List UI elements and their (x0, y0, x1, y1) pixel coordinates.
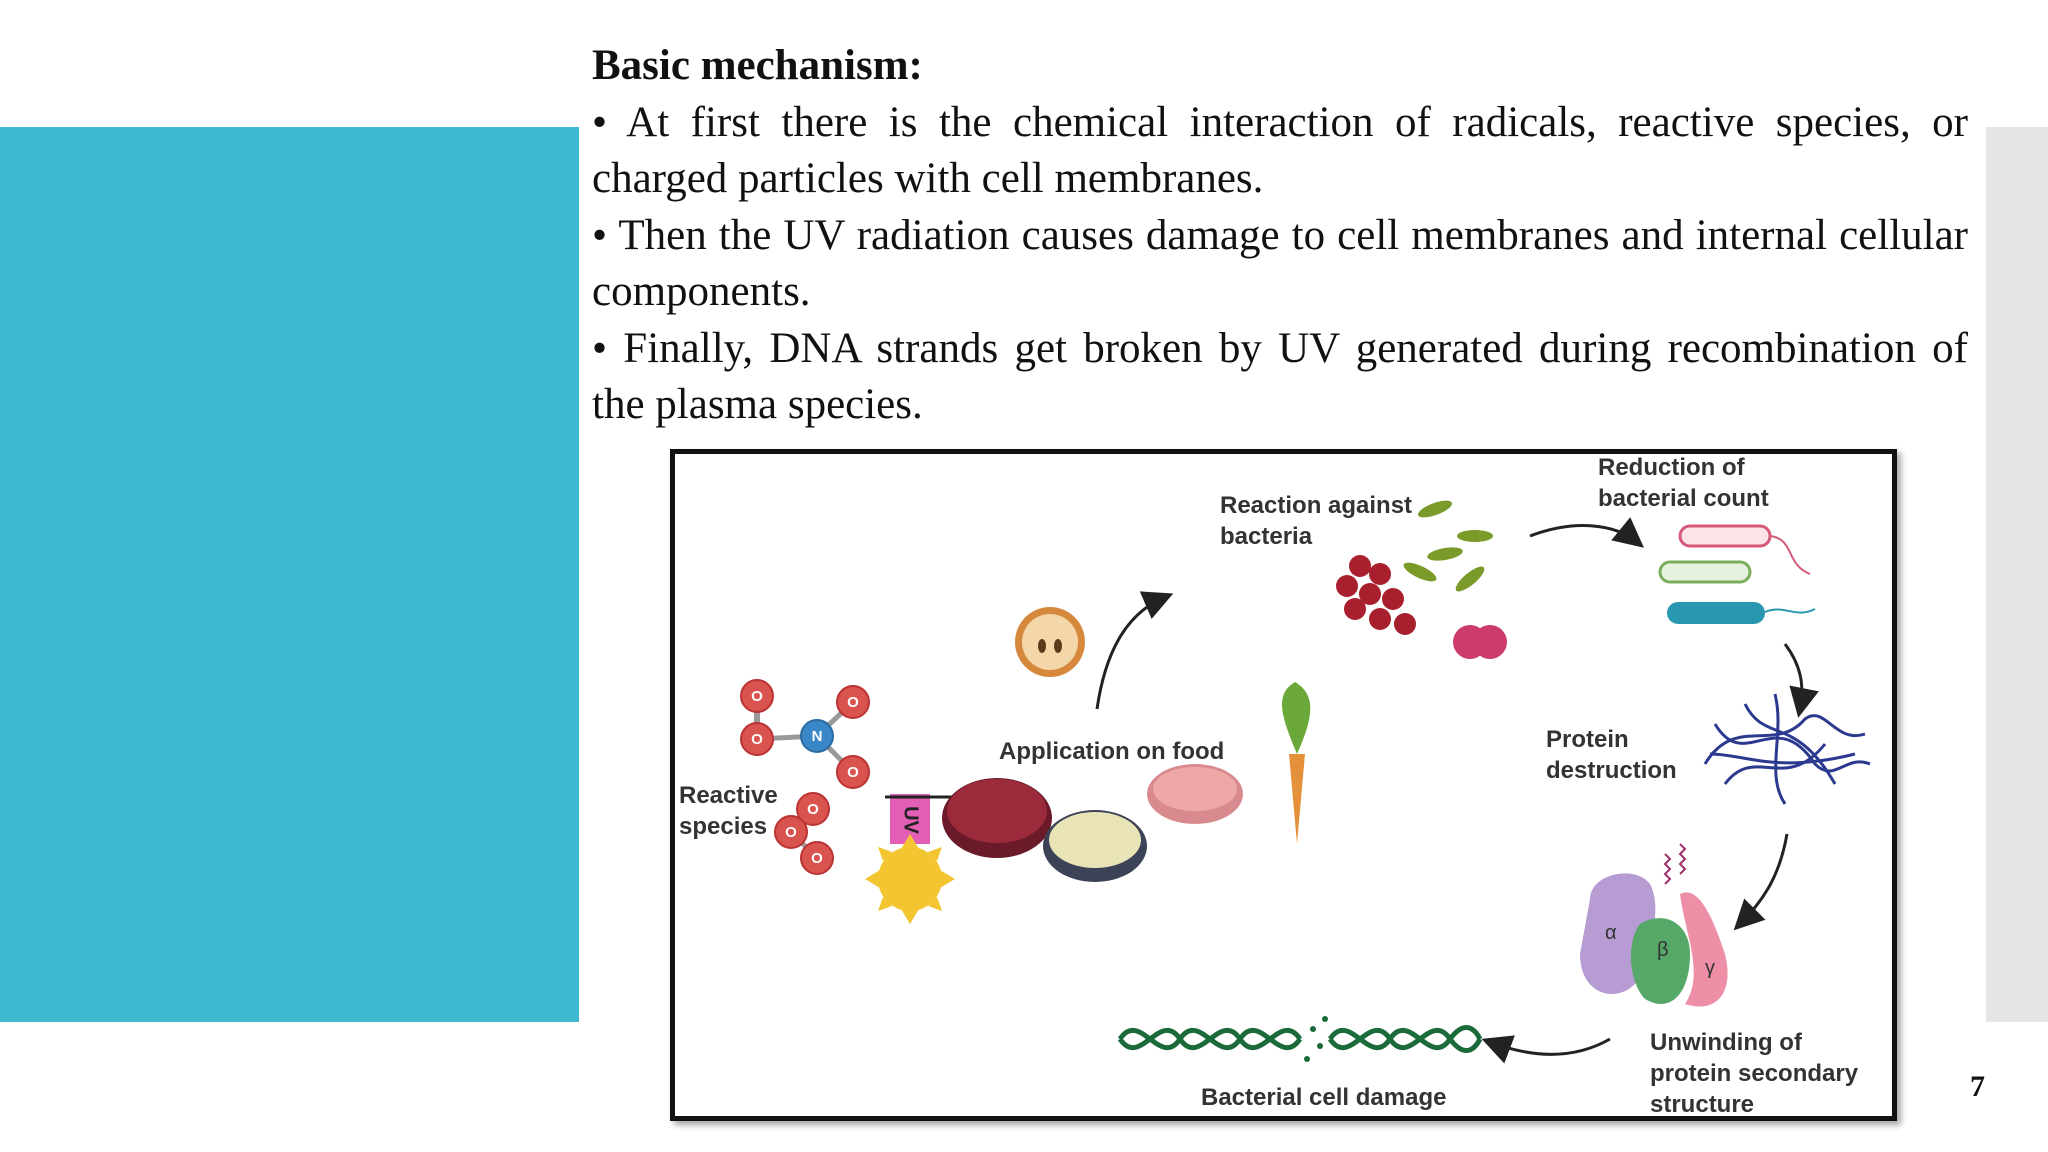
alpha-label: α (1605, 922, 1617, 944)
dna-strands (1117, 1016, 1483, 1062)
atom-o-label: O (751, 731, 763, 748)
arrow-to-dna (1481, 1035, 1611, 1064)
atom-o-label: O (847, 694, 859, 711)
grey-side-band (1986, 127, 2048, 1022)
page-number: 7 (1970, 1070, 1985, 1103)
reduction-of-bacterial-count-label: Reduction of bacterial count (1598, 454, 1769, 512)
bacteria-cluster (1336, 500, 1507, 659)
beta-label: β (1657, 939, 1669, 961)
protein-subunits: α β γ (1580, 843, 1728, 1007)
arrow-to-protein (1783, 643, 1819, 718)
reaction-against-bacteria-label: Reaction against bacteria (1220, 492, 1413, 550)
atom-o-label: O (847, 764, 859, 781)
bullet-2: • Then the UV radiation causes damage to… (592, 211, 1968, 316)
bullet-3: • Finally, DNA strands get broken by UV … (592, 324, 1968, 429)
atom-o-label: O (751, 688, 763, 705)
protein-mesh (1703, 693, 1871, 805)
application-on-food-label: Application on food (999, 738, 1225, 765)
arrow-to-reduction (1529, 517, 1644, 548)
food-items (942, 607, 1311, 882)
slide-heading: Basic mechanism: (592, 42, 923, 89)
uv-label: UV (900, 806, 922, 834)
atom-n-label: N (812, 728, 823, 745)
teal-accent-band (0, 127, 579, 1022)
mechanism-diagram: O O N O O O O O UV (740, 500, 1871, 1064)
bullet-1: • At first there is the chemical interac… (592, 98, 1968, 203)
reactive-species-label: Reactive species (679, 782, 778, 840)
gamma-label: γ (1705, 957, 1715, 979)
mechanism-figure: O O N O O O O O UV (670, 449, 1897, 1121)
atom-o-label: O (807, 801, 819, 818)
atom-o-label: O (811, 850, 823, 867)
unwinding-of-protein-label: Unwinding of protein secondary structure (1650, 1029, 1859, 1118)
reactive-species-molecules: O O N O O O O O (740, 679, 870, 875)
protein-destruction-label: Protein destruction (1546, 726, 1677, 784)
uv-sun-icon: UV (865, 794, 955, 924)
atom-o-label: O (785, 824, 797, 841)
bacterial-cell-damage-label: Bacterial cell damage (1201, 1084, 1447, 1111)
slide-text: Basic mechanism: • At first there is the… (592, 38, 1968, 434)
reduced-bacteria (1658, 524, 1816, 624)
arrow-to-unwinding (1733, 833, 1789, 931)
arrow-to-bacteria (1095, 591, 1174, 710)
